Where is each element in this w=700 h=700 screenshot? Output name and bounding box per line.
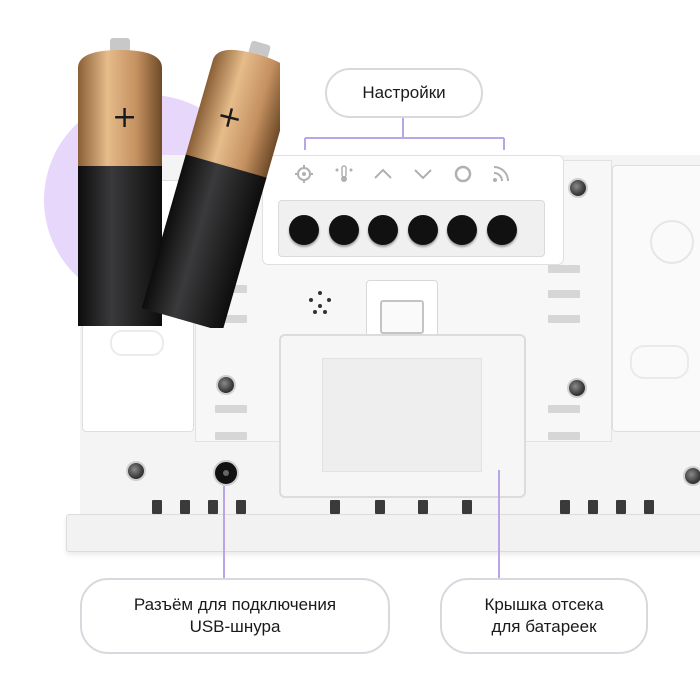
vent-slot bbox=[215, 315, 247, 323]
screw bbox=[216, 375, 236, 395]
screw bbox=[567, 378, 587, 398]
base-foot bbox=[375, 500, 385, 514]
arrow-down-icon bbox=[414, 169, 432, 180]
vent-slot bbox=[548, 405, 580, 413]
circle-icon bbox=[454, 165, 472, 183]
settings-callout: Настройки bbox=[325, 68, 483, 118]
screw bbox=[683, 466, 700, 486]
usb-connector-callout: Разъём для подключения USB-шнура bbox=[80, 578, 390, 654]
battery-callout-line2: для батареек bbox=[491, 617, 597, 636]
up-button[interactable] bbox=[368, 215, 398, 245]
battery-cover-label-area bbox=[322, 358, 482, 472]
signal-button[interactable] bbox=[487, 215, 517, 245]
vent-slot bbox=[548, 290, 580, 298]
base-foot bbox=[180, 500, 190, 514]
settings-button[interactable] bbox=[289, 215, 319, 245]
arrow-up-icon bbox=[374, 168, 392, 179]
thermometer-icon bbox=[335, 165, 353, 182]
base-foot bbox=[330, 500, 340, 514]
usb-port[interactable] bbox=[213, 460, 239, 486]
base-foot bbox=[236, 500, 246, 514]
mode-button[interactable] bbox=[447, 215, 477, 245]
cloud-decoration-left bbox=[110, 330, 164, 356]
screw bbox=[568, 178, 588, 198]
gear-icon bbox=[295, 165, 313, 183]
batteries-illustration bbox=[78, 38, 280, 328]
base-foot bbox=[152, 500, 162, 514]
battery-left bbox=[78, 38, 162, 326]
base-foot bbox=[588, 500, 598, 514]
vent-slot bbox=[548, 265, 580, 273]
vent-slot bbox=[548, 315, 580, 323]
signal-icon bbox=[493, 166, 509, 182]
base-stand bbox=[66, 514, 700, 552]
base-foot bbox=[560, 500, 570, 514]
down-button[interactable] bbox=[408, 215, 438, 245]
usb-callout-line1: Разъём для подключения bbox=[133, 595, 337, 614]
battery-callout-line1: Крышка отсека bbox=[484, 595, 604, 614]
vent-slot bbox=[215, 432, 247, 440]
right-side-panel bbox=[612, 165, 700, 432]
speaker-holes bbox=[309, 291, 331, 314]
usb-port-pin bbox=[223, 470, 229, 476]
base-foot bbox=[208, 500, 218, 514]
base-foot bbox=[616, 500, 626, 514]
vent-slot bbox=[215, 405, 247, 413]
battery-cover-callout: Крышка отсека для батареек bbox=[440, 578, 648, 654]
thermometer-button[interactable] bbox=[329, 215, 359, 245]
screw bbox=[126, 461, 146, 481]
usb-callout-line2: USB-шнура bbox=[189, 617, 281, 636]
round-decoration-right bbox=[650, 220, 694, 264]
base-foot bbox=[644, 500, 654, 514]
stand-clip-hook[interactable] bbox=[380, 300, 424, 334]
base-foot bbox=[418, 500, 428, 514]
cloud-decoration-right bbox=[630, 345, 689, 379]
vent-slot bbox=[548, 432, 580, 440]
base-foot bbox=[462, 500, 472, 514]
battery-right bbox=[141, 40, 280, 328]
settings-callout-text: Настройки bbox=[362, 83, 446, 102]
battery-left-plus-mark: + bbox=[112, 100, 138, 135]
